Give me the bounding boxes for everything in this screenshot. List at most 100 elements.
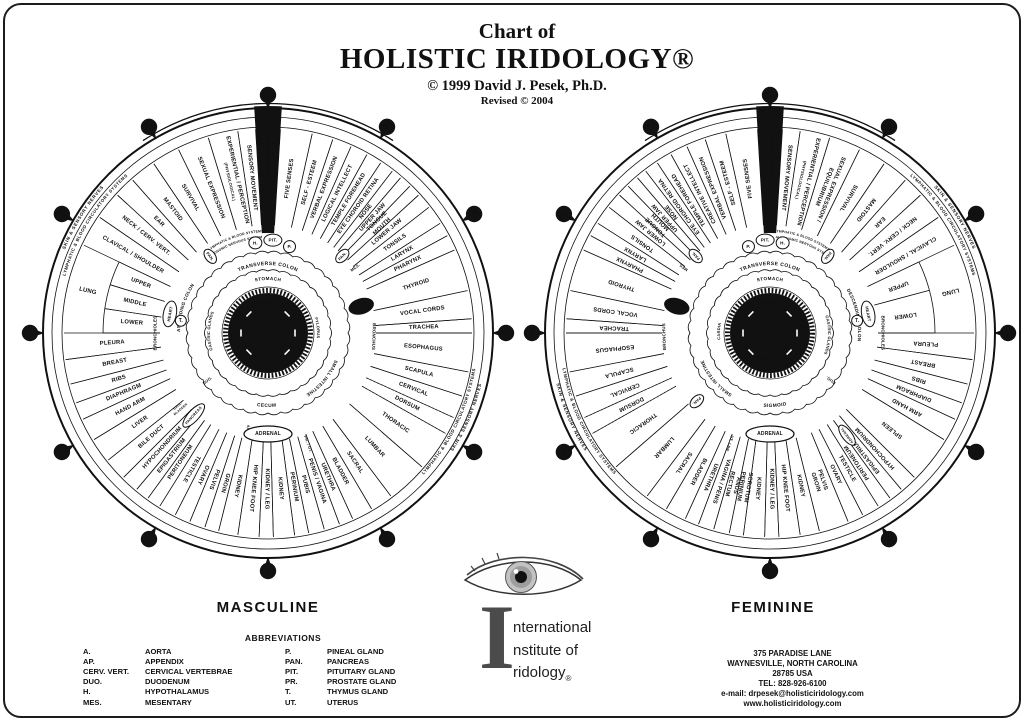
institute-logo: I nternational nstitute of ridology® bbox=[455, 545, 625, 716]
svg-text:BRONCHIOLES: BRONCHIOLES bbox=[881, 316, 886, 351]
svg-text:SCROTUM: SCROTUM bbox=[742, 472, 753, 503]
abbr-key: PR. bbox=[285, 677, 298, 687]
abbr-term: PROSTATE GLAND bbox=[327, 677, 397, 687]
svg-text:LUMBAR: LUMBAR bbox=[652, 435, 675, 459]
svg-text:P.: P. bbox=[287, 244, 291, 249]
abbr-term: UTERUS bbox=[327, 697, 359, 707]
svg-text:PERINIUM: PERINIUM bbox=[288, 472, 299, 503]
svg-text:9: 9 bbox=[28, 329, 33, 338]
abbr-key: PAN. bbox=[285, 657, 303, 667]
eye-logo-icon bbox=[463, 552, 584, 595]
svg-text:VOCAL CORDS: VOCAL CORDS bbox=[400, 305, 445, 317]
svg-text:EAR: EAR bbox=[872, 215, 886, 229]
page-title: HOLISTIC IRIDOLOGY® bbox=[339, 43, 695, 76]
abbr-term: PANCREAS bbox=[327, 657, 370, 667]
svg-text:R: R bbox=[255, 314, 281, 355]
svg-text:DORSUM: DORSUM bbox=[618, 395, 645, 413]
svg-text:L: L bbox=[759, 314, 781, 355]
svg-text:KIDNEY: KIDNEY bbox=[232, 474, 242, 498]
svg-text:11: 11 bbox=[145, 123, 154, 132]
svg-text:T.: T. bbox=[179, 318, 184, 324]
feminine-iris-chart: CONSCIOUSNESS / VITALITY SENSORY MOVEMENT… bbox=[520, 83, 1019, 583]
svg-text:BRONCHUS: BRONCHUS bbox=[661, 323, 667, 350]
svg-text:7: 7 bbox=[649, 535, 654, 544]
svg-text:TRANSVERSE COLON: TRANSVERSE COLON bbox=[237, 261, 299, 273]
svg-text:5: 5 bbox=[887, 535, 892, 544]
svg-text:SENSORY MOVEMENT: SENSORY MOVEMENT bbox=[780, 145, 793, 212]
svg-text:DESCENDING COLON: DESCENDING COLON bbox=[846, 288, 862, 342]
svg-text:PAN.: PAN. bbox=[823, 251, 833, 262]
abbr-term: THYMUS GLAND bbox=[327, 687, 389, 697]
svg-text:HIP KNEE FOOT: HIP KNEE FOOT bbox=[248, 464, 259, 512]
svg-text:SCAPULA: SCAPULA bbox=[404, 365, 435, 378]
svg-text:12: 12 bbox=[263, 91, 273, 100]
svg-text:THORACIC: THORACIC bbox=[627, 411, 657, 435]
svg-text:KIDNEY / LEG: KIDNEY / LEG bbox=[263, 468, 269, 509]
svg-text:LOWER: LOWER bbox=[893, 311, 917, 320]
svg-text:THYROID: THYROID bbox=[402, 278, 430, 292]
svg-text:FIVE SENSES: FIVE SENSES bbox=[284, 158, 296, 199]
svg-text:CONSCIOUSNESS / VITALITY: CONSCIOUSNESS / VITALITY bbox=[767, 127, 773, 213]
abbr-key: CERV. VERT. bbox=[83, 667, 130, 677]
svg-text:ADRENAL: ADRENAL bbox=[757, 431, 783, 437]
svg-text:KIDNEY: KIDNEY bbox=[795, 474, 805, 498]
abbr-term: PITUITARY GLAND bbox=[327, 667, 396, 677]
svg-text:BLADDER: BLADDER bbox=[688, 457, 707, 487]
svg-text:KIDNEY / LEG: KIDNEY / LEG bbox=[768, 468, 774, 509]
svg-text:SPLEEN: SPLEEN bbox=[881, 420, 904, 440]
svg-text:5: 5 bbox=[385, 535, 390, 544]
svg-text:BRONCHUS: BRONCHUS bbox=[371, 323, 377, 350]
contact-line: 28785 USA bbox=[772, 668, 813, 678]
contact-line: www.holisticiridology.com bbox=[743, 698, 842, 708]
svg-text:PAN.: PAN. bbox=[690, 251, 701, 262]
abbr-key: H. bbox=[83, 687, 91, 697]
svg-text:MES.: MES. bbox=[349, 262, 360, 272]
abbr-key: AP. bbox=[83, 657, 95, 667]
abbr-key: A. bbox=[83, 647, 91, 656]
svg-text:DUO.: DUO. bbox=[825, 375, 837, 386]
svg-text:FIVE SENSES: FIVE SENSES bbox=[743, 158, 755, 199]
svg-text:ADRENAL: ADRENAL bbox=[255, 431, 281, 437]
abbr-key: T. bbox=[285, 687, 291, 697]
svg-text:GROIN: GROIN bbox=[809, 472, 821, 493]
svg-text:MIDDLE: MIDDLE bbox=[123, 297, 147, 308]
svg-text:9: 9 bbox=[530, 329, 535, 338]
contact-line: WAYNESVILLE, NORTH CAROLINA bbox=[727, 658, 858, 668]
svg-text:SELF - ESTEEM: SELF - ESTEEM bbox=[719, 160, 737, 206]
svg-text:TRANSVERSE COLON: TRANSVERSE COLON bbox=[739, 261, 801, 273]
svg-text:HEART: HEART bbox=[864, 306, 872, 322]
svg-text:PAN.: PAN. bbox=[205, 251, 215, 262]
abbr-term: AORTA bbox=[145, 647, 172, 656]
abbr-key: UT. bbox=[285, 697, 297, 707]
svg-text:1: 1 bbox=[385, 123, 390, 132]
svg-text:8: 8 bbox=[60, 448, 65, 457]
svg-text:CARDIA: CARDIA bbox=[716, 322, 722, 340]
svg-text:PAN.: PAN. bbox=[337, 251, 348, 262]
svg-text:OVARY: OVARY bbox=[196, 464, 210, 486]
svg-text:H.: H. bbox=[780, 240, 785, 245]
svg-text:PLEURA: PLEURA bbox=[912, 339, 938, 347]
svg-text:LUNG: LUNG bbox=[941, 286, 960, 296]
svg-text:4: 4 bbox=[472, 448, 477, 457]
svg-text:KIDNEY: KIDNEY bbox=[754, 477, 762, 501]
svg-text:SACRAL: SACRAL bbox=[674, 450, 693, 475]
abbr-term: MESENTARY bbox=[145, 697, 192, 707]
contact-line: TEL: 828-926-6100 bbox=[758, 678, 827, 688]
abbr-key: DUO. bbox=[83, 677, 102, 687]
svg-text:SACRUM: SACRUM bbox=[259, 357, 278, 362]
svg-text:SCAPULA: SCAPULA bbox=[603, 365, 634, 378]
svg-text:3: 3 bbox=[1006, 329, 1011, 338]
svg-text:BREAST: BREAST bbox=[910, 357, 936, 368]
svg-text:2: 2 bbox=[472, 210, 477, 219]
abbr-key: PIT. bbox=[285, 667, 299, 677]
svg-text:PIT.: PIT. bbox=[761, 238, 770, 243]
svg-text:HAND ARM: HAND ARM bbox=[115, 396, 147, 417]
svg-text:12: 12 bbox=[765, 91, 775, 100]
svg-text:OVARY: OVARY bbox=[828, 464, 842, 486]
svg-text:RIBS: RIBS bbox=[111, 374, 127, 384]
title-block: Chart of HOLISTIC IRIDOLOGY® © 1999 Davi… bbox=[5, 19, 1019, 108]
svg-text:LIVER: LIVER bbox=[131, 414, 150, 430]
svg-text:RIBS: RIBS bbox=[911, 374, 927, 384]
